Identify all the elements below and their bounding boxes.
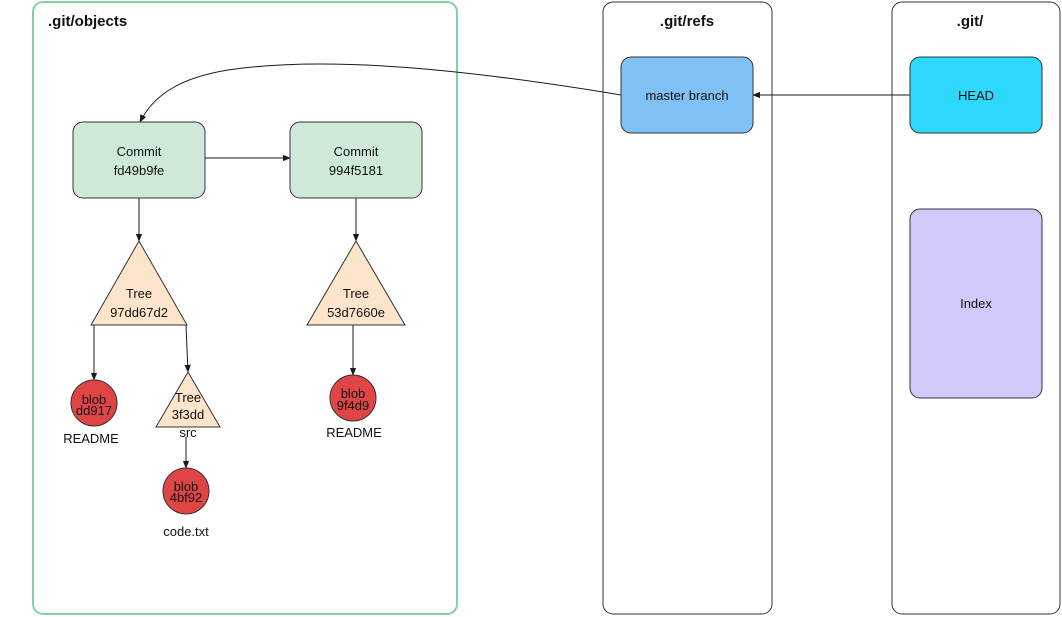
blob-name: code.txt (163, 524, 209, 539)
index-box (909, 208, 1043, 399)
commit-node: Commit 994f5181 (289, 121, 423, 199)
blob-hash: 4bf92 (170, 490, 203, 505)
blob-circle (329, 374, 377, 422)
tree-triangle (155, 371, 221, 428)
commit-hash: fd49b9fe (114, 163, 165, 178)
objects-panel-frame (32, 1, 458, 615)
master-branch-label: master branch (645, 88, 728, 103)
commit-box (72, 121, 206, 199)
blob-circle (162, 467, 210, 515)
master-branch-ref: master branch (620, 56, 754, 134)
commit-label: Commit (117, 144, 162, 159)
blob-label: blob (82, 392, 107, 407)
edge-master-to-commit1 (139, 63, 622, 123)
blob-name: README (63, 431, 119, 446)
blob-label: blob (174, 479, 199, 494)
blob-node: blob dd917 README (63, 379, 119, 446)
tree-node: Tree 3f3dd src (155, 371, 221, 440)
head-file: HEAD (909, 56, 1043, 134)
blob-name: README (326, 425, 382, 440)
objects-panel-title: .git/objects (48, 13, 127, 30)
tree-hash: 53d7660e (327, 305, 385, 320)
tree-label: Tree (175, 390, 201, 405)
index-label: Index (960, 296, 992, 311)
refs-panel: .git/refs (602, 1, 773, 615)
blob-label: blob (341, 386, 366, 401)
objects-panel: .git/objects (32, 1, 458, 615)
refs-panel-title: .git/refs (660, 13, 714, 30)
commit-hash: 994f5181 (329, 163, 383, 178)
commit-box (289, 121, 423, 199)
tree-name: src (179, 425, 197, 440)
git-panel-title: .git/ (957, 13, 984, 30)
blob-node: blob 4bf92 code.txt (162, 467, 210, 539)
commit-node: Commit fd49b9fe (72, 121, 206, 199)
edges (90, 63, 910, 469)
blob-node: blob 9f4d9 README (326, 374, 382, 440)
tree-node: Tree 53d7660e (306, 240, 406, 326)
tree-label: Tree (343, 286, 369, 301)
tree-triangle (306, 240, 406, 326)
tree-hash: 3f3dd (172, 407, 205, 422)
master-branch-box (620, 56, 754, 134)
tree-label: Tree (126, 286, 152, 301)
git-panel: .git/ (891, 1, 1061, 615)
blob-hash: 9f4d9 (337, 398, 370, 413)
refs-panel-frame (602, 1, 773, 615)
blob-circle (70, 379, 118, 427)
tree-hash: 97dd67d2 (110, 305, 168, 320)
tree-triangle (90, 239, 188, 326)
git-panel-frame (891, 1, 1061, 615)
blob-hash: dd917 (76, 403, 112, 418)
head-label: HEAD (958, 88, 994, 103)
edge-tree1-to-tree2 (184, 324, 191, 373)
index-file: Index (909, 208, 1043, 399)
head-box (909, 56, 1043, 134)
commit-label: Commit (334, 144, 379, 159)
tree-node: Tree 97dd67d2 (90, 239, 188, 326)
